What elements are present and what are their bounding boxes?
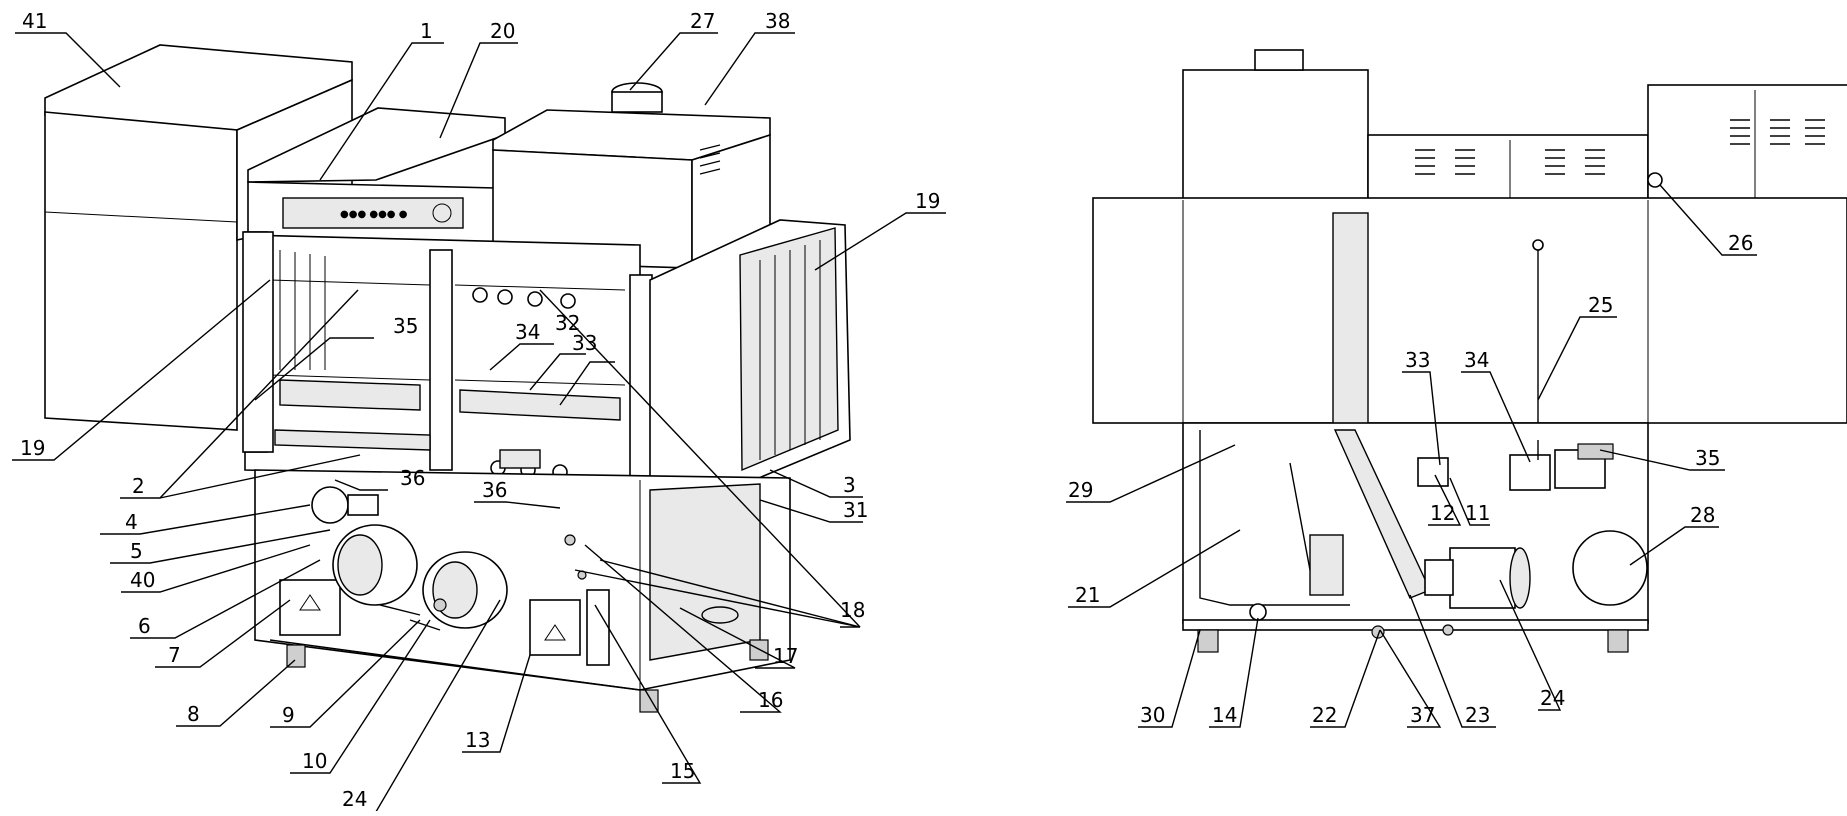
callout-32: 32: [555, 311, 580, 335]
callout-35: 35: [1695, 446, 1720, 470]
callout-33: 33: [1405, 348, 1430, 372]
callout-27: 27: [690, 9, 715, 33]
right-callouts: 26 25 33 34 35 29 12 11 28 21 30 14 22 3…: [1068, 231, 1753, 727]
callout-10: 10: [302, 749, 327, 773]
callout-4: 4: [125, 510, 138, 534]
callout-7: 7: [168, 643, 181, 667]
callout-29: 29: [1068, 478, 1093, 502]
wash-racks: [269, 250, 626, 451]
callout-23: 23: [1465, 703, 1490, 727]
callout-31: 31: [843, 498, 868, 522]
right-machine-drawing: [1092, 49, 1847, 653]
callout-12: 12: [1430, 501, 1455, 525]
callout-34: 34: [1464, 348, 1489, 372]
callout-15: 15: [670, 759, 695, 783]
callout-8: 8: [187, 702, 200, 726]
callout-2: 2: [132, 474, 145, 498]
callout-36: 36: [482, 478, 507, 502]
vent-grille: [699, 144, 721, 175]
callout-28: 28: [1690, 503, 1715, 527]
callout-33: 33: [572, 331, 597, 355]
callout-25: 25: [1588, 293, 1613, 317]
left-machine-drawing: ●●● ●●● ●: [44, 44, 851, 713]
rear-vents: [1415, 119, 1825, 175]
callout-37: 37: [1410, 703, 1435, 727]
callout-19: 19: [915, 189, 940, 213]
callout-6: 6: [138, 614, 151, 638]
callout-24: 24: [1540, 686, 1565, 710]
callout-18: 18: [840, 598, 865, 622]
callout-40: 40: [130, 568, 155, 592]
callout-35: 35: [393, 314, 418, 338]
callout-24: 24: [342, 787, 367, 811]
svg-text:●●● ●●● ●: ●●● ●●● ●: [340, 209, 408, 220]
callout-19: 19: [20, 436, 45, 460]
callout-16: 16: [758, 688, 783, 712]
callout-34: 34: [515, 320, 540, 344]
left-callouts: 41 1 20 27 38 19 35 34 32 33 19 2 36 36 …: [20, 9, 940, 811]
leader-lines: [12, 32, 1757, 816]
callout-3: 3: [843, 473, 856, 497]
callout-38: 38: [765, 9, 790, 33]
callout-9: 9: [282, 703, 295, 727]
exit-fins: [759, 240, 821, 460]
callout-11: 11: [1465, 501, 1490, 525]
callout-13: 13: [465, 728, 490, 752]
callout-17: 17: [773, 644, 798, 668]
callout-1: 1: [420, 19, 433, 43]
callout-30: 30: [1140, 703, 1165, 727]
callout-36: 36: [400, 466, 425, 490]
callout-14: 14: [1212, 703, 1237, 727]
callout-5: 5: [130, 539, 143, 563]
callout-20: 20: [490, 19, 515, 43]
callout-41: 41: [22, 9, 47, 33]
callout-21: 21: [1075, 583, 1100, 607]
callout-22: 22: [1312, 703, 1337, 727]
callout-26: 26: [1728, 231, 1753, 255]
